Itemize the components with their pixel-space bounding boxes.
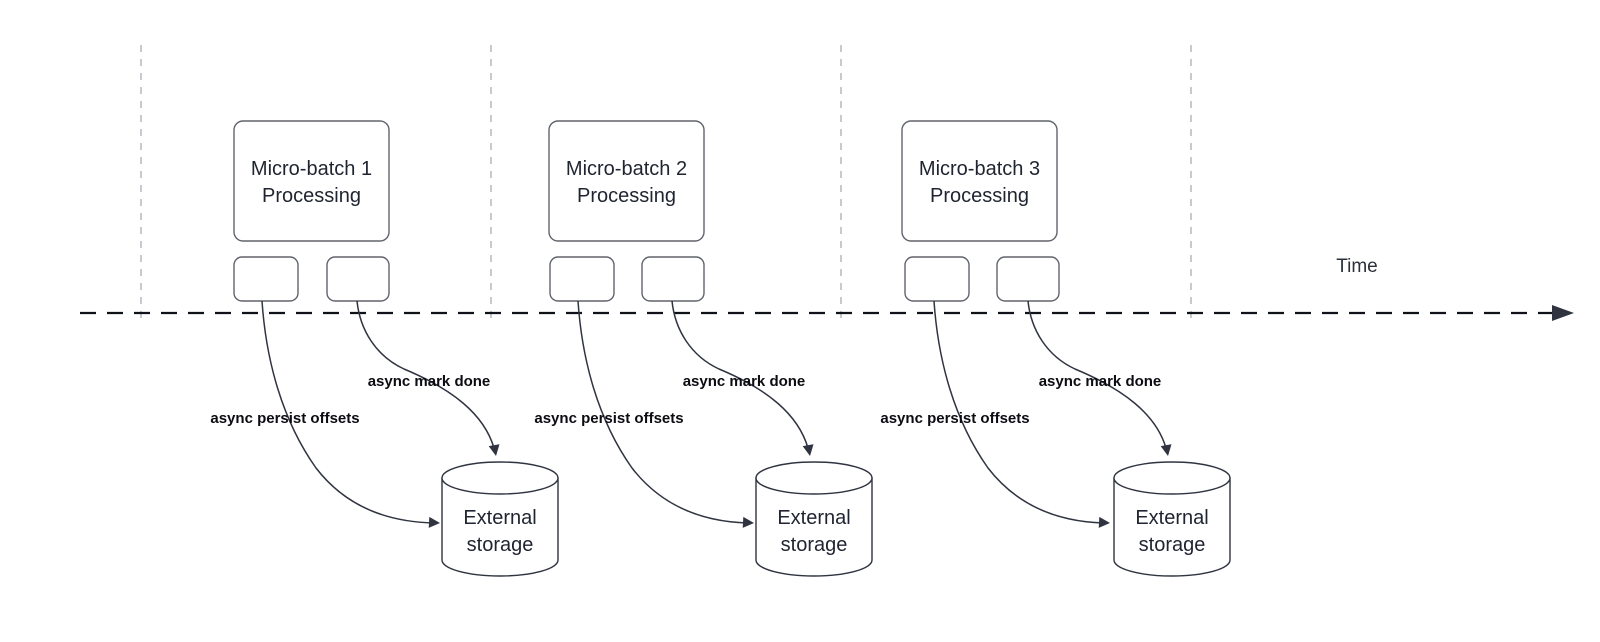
micro-batch-label-line2: Processing — [577, 185, 676, 207]
persist-offsets-edge-path — [933, 300, 1105, 524]
persist-task-box[interactable] — [233, 256, 299, 302]
external-storage-label-line1: External — [777, 507, 850, 529]
mark-done-edge-path — [356, 300, 495, 449]
time-axis-arrowhead-icon — [1552, 305, 1574, 321]
persist-offsets-edge-label: async persist offsets — [880, 410, 1029, 427]
persist-offsets-edge-path — [261, 300, 435, 524]
mark-done-edge-arrowhead-icon — [1160, 444, 1172, 456]
micro-batch-label-line2: Processing — [262, 185, 361, 207]
micro-batch-group-2: Micro-batch 2 Processing async persist off… — [534, 120, 873, 577]
time-axis-label-group: Time — [1336, 256, 1378, 277]
external-storage-cylinder-body[interactable] — [755, 477, 873, 577]
time-axis — [80, 305, 1574, 321]
persist-offsets-edge-arrowhead-icon — [1098, 516, 1110, 528]
external-storage-label-line2: storage — [467, 534, 534, 556]
external-storage-label-line1: External — [463, 507, 536, 529]
mark-done-edge-label: async mark done — [1039, 373, 1162, 390]
persist-offsets-edge-arrowhead-icon — [428, 516, 440, 528]
markdone-task-box[interactable] — [326, 256, 390, 302]
external-storage-cylinder-body[interactable] — [441, 477, 559, 577]
micro-batch-label-line1: Micro-batch 3 — [919, 158, 1040, 180]
persist-offsets-edge-label: async persist offsets — [210, 410, 359, 427]
persist-task-box[interactable] — [549, 256, 615, 302]
mark-done-edge-label: async mark done — [368, 373, 491, 390]
mark-done-edge-path — [671, 300, 809, 449]
external-storage-label-line2: storage — [781, 534, 848, 556]
markdone-task-box[interactable] — [641, 256, 705, 302]
micro-batch-groups: Micro-batch 1 Processing async persist off… — [210, 120, 1231, 577]
micro-batch-processing-box[interactable] — [548, 120, 705, 242]
micro-batch-label-line1: Micro-batch 1 — [251, 158, 372, 180]
persist-task-box[interactable] — [904, 256, 970, 302]
micro-batch-label-line2: Processing — [930, 185, 1029, 207]
mark-done-edge-arrowhead-icon — [488, 444, 500, 456]
mark-done-edge-arrowhead-icon — [802, 444, 814, 456]
micro-batch-processing-box[interactable] — [233, 120, 390, 242]
mark-done-edge-path — [1027, 300, 1167, 449]
markdone-task-box[interactable] — [996, 256, 1060, 302]
micro-batch-processing-box[interactable] — [901, 120, 1058, 242]
batch-boundary-lines — [140, 45, 1192, 320]
external-storage-cylinder-top — [755, 461, 873, 495]
external-storage-cylinder-body[interactable] — [1113, 477, 1231, 577]
micro-batch-label-line1: Micro-batch 2 — [566, 158, 687, 180]
persist-offsets-edge-arrowhead-icon — [742, 516, 754, 528]
time-axis-label: Time — [1336, 256, 1378, 277]
mark-done-edge-label: async mark done — [683, 373, 806, 390]
micro-batch-group-3: Micro-batch 3 Processing async persist off… — [880, 120, 1231, 577]
persist-offsets-edge-path — [577, 300, 749, 524]
external-storage-label-line1: External — [1135, 507, 1208, 529]
persist-offsets-edge-label: async persist offsets — [534, 410, 683, 427]
external-storage-cylinder-top — [1113, 461, 1231, 495]
micro-batch-group-1: Micro-batch 1 Processing async persist off… — [210, 120, 559, 577]
external-storage-label-line2: storage — [1139, 534, 1206, 556]
external-storage-cylinder-top — [441, 461, 559, 495]
